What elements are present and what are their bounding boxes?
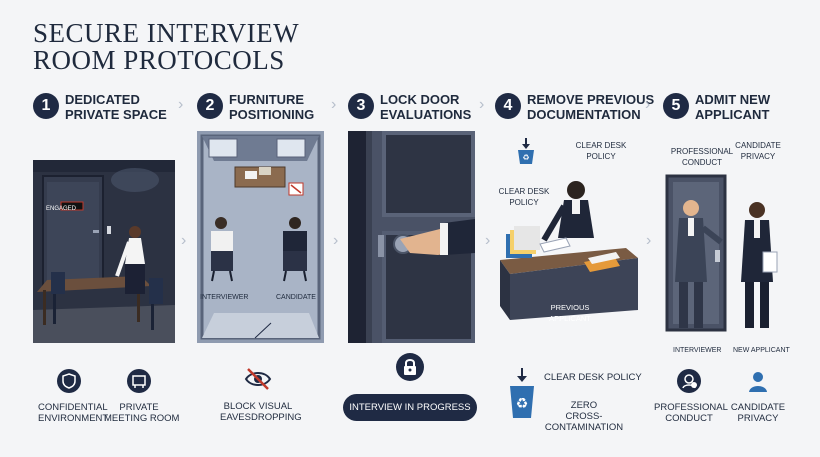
text-line: PRIVATE bbox=[119, 402, 159, 413]
recycle-bin-icon: ♻ bbox=[510, 368, 534, 418]
previous-applicant-label: PREVIOUS APPLICANT bbox=[540, 302, 600, 324]
page-title: SECURE INTERVIEW ROOM PROTOCOLS bbox=[33, 20, 299, 74]
text-line: ENVIRONMENT bbox=[38, 413, 109, 424]
step-4-header: 4 REMOVE PREVIOUS DOCUMENTATION bbox=[495, 92, 654, 124]
step-number: 2 bbox=[197, 93, 223, 119]
step-label: REMOVE PREVIOUS DOCUMENTATION bbox=[527, 92, 654, 122]
candidate-privacy-item: CANDIDATE PRIVACY bbox=[728, 369, 788, 424]
step-label-line: POSITIONING bbox=[229, 107, 315, 122]
step-label: LOCK DOOR EVALUATIONS bbox=[380, 92, 471, 122]
chevron-right-icon: › bbox=[485, 232, 491, 249]
step-label-line: APPLICANT bbox=[695, 107, 770, 122]
text-line: CANDIDATE bbox=[735, 141, 781, 150]
svg-text:♻: ♻ bbox=[516, 396, 529, 412]
step-3-header: 3 LOCK DOOR EVALUATIONS bbox=[348, 92, 471, 124]
candidate-label: CANDIDATE bbox=[276, 294, 316, 301]
meeting-room-icon bbox=[127, 369, 151, 393]
zero-contamination-label: ZERO CROSS-CONTAMINATION bbox=[534, 400, 634, 433]
chevron-right-icon: › bbox=[479, 96, 485, 113]
step-label: FURNITURE POSITIONING bbox=[229, 92, 314, 122]
step-label: DEDICATED PRIVATE SPACE bbox=[65, 92, 167, 122]
shield-icon bbox=[57, 369, 81, 393]
candidate-privacy-top: CANDIDATE PRIVACY bbox=[730, 140, 786, 162]
text-line: BLOCK VISUAL bbox=[223, 401, 293, 412]
admit-applicant-illustration bbox=[663, 172, 790, 338]
text-line: PRIVACY bbox=[737, 413, 779, 424]
step-number: 4 bbox=[495, 93, 521, 119]
text-line: PRIVACY bbox=[740, 152, 776, 161]
bottom-label: PRIVATE MEETING ROOM bbox=[104, 402, 180, 424]
step-label-line: PRIVATE SPACE bbox=[65, 107, 167, 122]
step-label-line: FURNITURE bbox=[229, 92, 305, 107]
interviewer-label: INTERVIEWER bbox=[200, 294, 249, 301]
text-line: CLEAR DESK bbox=[575, 141, 627, 150]
professional-conduct-top: PROFESSIONAL CONDUCT bbox=[668, 146, 736, 168]
step-label-line: ADMIT NEW bbox=[695, 92, 771, 107]
clear-desk-policy-bottom: CLEAR DESK POLICY bbox=[544, 372, 642, 383]
step-label-line: LOCK DOOR bbox=[380, 92, 460, 107]
bottom-label: CANDIDATE PRIVACY bbox=[728, 402, 788, 424]
bottom-label: BLOCK VISUAL EAVESDROPPING bbox=[220, 401, 302, 423]
chevron-right-icon: › bbox=[333, 232, 339, 249]
text-line: MEETING ROOM bbox=[104, 413, 180, 424]
step-number: 5 bbox=[663, 93, 689, 119]
furniture-layout-illustration bbox=[197, 131, 324, 343]
step-label-line: DOCUMENTATION bbox=[527, 107, 641, 122]
text-line: POLICY bbox=[509, 198, 539, 207]
step-number: 3 bbox=[348, 93, 374, 119]
interviewer-label: INTERVIEWER bbox=[673, 347, 722, 354]
text-line: CANDIDATE bbox=[730, 402, 786, 413]
step-2-header: 2 FURNITURE POSITIONING bbox=[197, 92, 314, 124]
text-line: PREVIOUS bbox=[550, 303, 590, 312]
door-lock-illustration bbox=[348, 131, 475, 343]
title-line-1: SECURE INTERVIEW bbox=[33, 18, 300, 48]
professional-conduct-item: PROFESSIONAL CONDUCT bbox=[654, 369, 728, 424]
svg-text:♻: ♻ bbox=[522, 153, 529, 162]
title-line-2: ROOM PROTOCOLS bbox=[33, 45, 285, 75]
text-line: CONDUCT bbox=[665, 413, 713, 424]
chevron-right-icon: › bbox=[645, 96, 651, 113]
chevron-right-icon: › bbox=[646, 232, 652, 249]
text-line: ZERO bbox=[570, 400, 598, 411]
step-label-line: REMOVE PREVIOUS bbox=[527, 92, 655, 107]
verified-user-icon bbox=[677, 369, 701, 393]
eye-slash-icon bbox=[244, 368, 272, 390]
clear-desk-policy-left: CLEAR DESK POLICY bbox=[496, 186, 552, 208]
door-sign: Engaged bbox=[46, 206, 77, 212]
block-eavesdropping-item: BLOCK VISUAL EAVESDROPPING bbox=[220, 366, 302, 423]
text-line: PROFESSIONAL bbox=[654, 402, 728, 413]
step-label-line: DEDICATED bbox=[65, 92, 140, 107]
new-applicant-label: NEW APPLICANT bbox=[733, 347, 790, 354]
private-meeting-room-item: PRIVATE MEETING ROOM bbox=[104, 369, 180, 424]
text-line: CLEAR DESK bbox=[498, 187, 550, 196]
step-label: ADMIT NEW APPLICANT bbox=[695, 92, 770, 122]
confidential-environment-item: CONFIDENTIAL ENVIRONMENT bbox=[38, 369, 109, 424]
step-5-header: 5 ADMIT NEW APPLICANT bbox=[663, 92, 770, 124]
text-line: POLICY bbox=[586, 152, 616, 161]
step-label-line: EVALUATIONS bbox=[380, 107, 472, 122]
chevron-right-icon: › bbox=[181, 232, 187, 249]
text-line: EAVESDROPPING bbox=[220, 412, 302, 423]
chevron-right-icon: › bbox=[178, 96, 184, 113]
lock-icon bbox=[396, 353, 424, 381]
bottom-label: PROFESSIONAL CONDUCT bbox=[654, 402, 728, 424]
interview-in-progress-button[interactable]: INTERVIEW IN PROGRESS bbox=[343, 394, 477, 421]
recycle-bin-icon: ♻ bbox=[518, 138, 534, 164]
text-line: CONDUCT bbox=[682, 158, 722, 167]
step-number: 1 bbox=[33, 93, 59, 119]
chevron-right-icon: › bbox=[331, 96, 337, 113]
bottom-label: CONFIDENTIAL ENVIRONMENT bbox=[38, 402, 109, 424]
text-line: PROFESSIONAL bbox=[670, 147, 734, 156]
clear-desk-policy-top: CLEAR DESK POLICY bbox=[565, 140, 637, 162]
text-line: APPLICANT bbox=[549, 314, 591, 323]
text-line: CROSS-CONTAMINATION bbox=[544, 411, 624, 433]
text-line: CONFIDENTIAL bbox=[38, 402, 108, 413]
clear-desk-illustration bbox=[500, 160, 638, 320]
user-icon bbox=[749, 372, 767, 392]
step-1-header: 1 DEDICATED PRIVATE SPACE bbox=[33, 92, 167, 124]
private-room-illustration bbox=[33, 160, 175, 343]
